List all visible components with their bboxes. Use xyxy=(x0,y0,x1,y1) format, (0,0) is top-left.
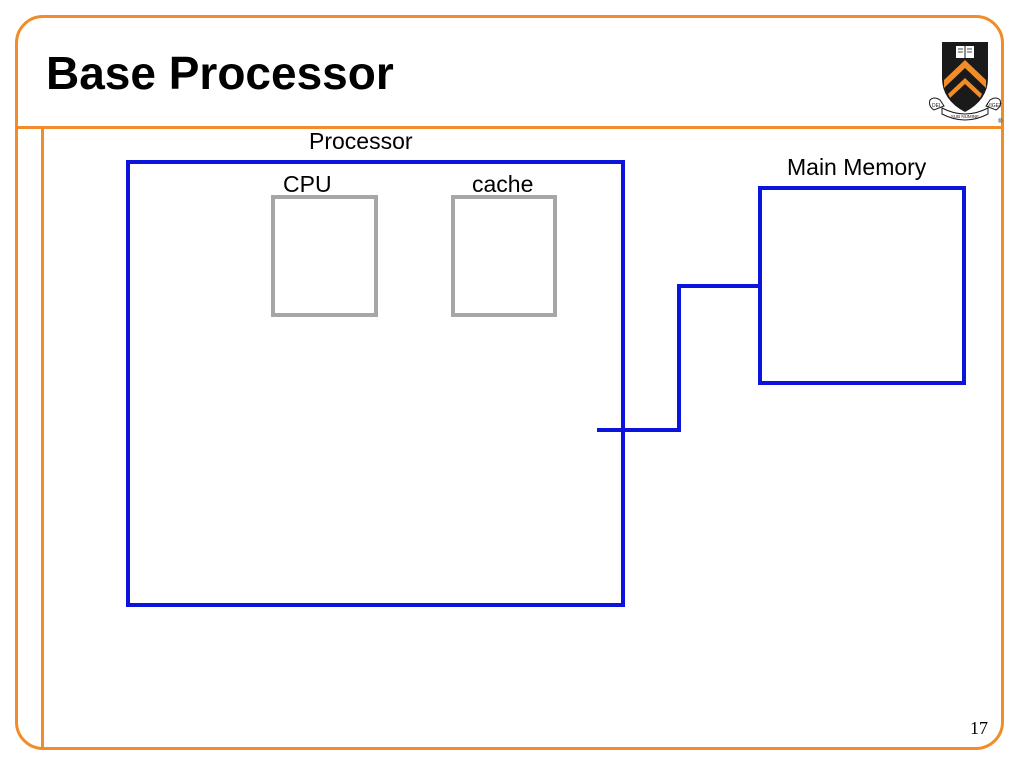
slide-frame xyxy=(15,15,1004,750)
processor-label: Processor xyxy=(309,128,413,154)
memory-bus-line xyxy=(597,284,760,432)
header-rule xyxy=(18,126,1004,129)
slide-title: Base Processor xyxy=(46,47,394,99)
cache-box xyxy=(451,195,557,317)
page-number: 17 xyxy=(970,718,988,738)
side-rule xyxy=(41,126,44,750)
chevron-icon xyxy=(944,60,986,88)
processor-box xyxy=(126,160,625,607)
ribbon-icon xyxy=(929,97,945,111)
main-memory-box xyxy=(758,186,966,385)
cache-label: cache xyxy=(472,171,534,197)
cpu-label: CPU xyxy=(283,171,332,197)
cpu-box xyxy=(271,195,378,317)
registered-mark: ® xyxy=(998,118,1003,124)
princeton-shield-logo: DEI SUB NUMINE VIGET ® xyxy=(929,42,1003,124)
motto-right: VIGET xyxy=(987,103,1002,109)
motto-left: DEI xyxy=(932,103,940,109)
motto-center: SUB NUMINE xyxy=(951,114,979,119)
main-memory-label: Main Memory xyxy=(787,154,927,180)
